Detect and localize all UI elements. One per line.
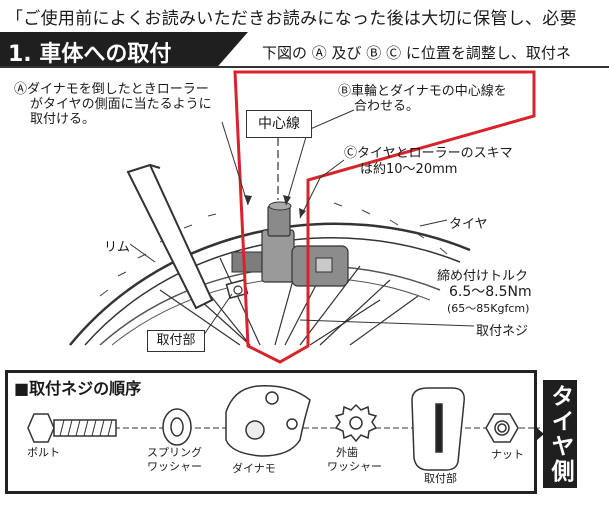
- tire-label: タイヤ: [449, 217, 488, 232]
- section-title-bar: [0, 32, 248, 66]
- leader-arrow: [283, 195, 291, 205]
- leader-arrow: [299, 208, 306, 218]
- highlight-outline: [233, 70, 536, 364]
- spring-washer-icon: [162, 408, 192, 446]
- note-a-line-3: 取付ける。: [30, 112, 96, 127]
- part-lock-washer-label-2: ワッシャー: [327, 460, 382, 473]
- rim-label: リム: [104, 240, 131, 255]
- section-title: 1. 車体への取付: [8, 42, 172, 67]
- part-lock-washer-label: 外歯: [336, 446, 358, 459]
- dynamo-icon: [225, 385, 311, 457]
- lock-washer-icon: [334, 403, 378, 443]
- mount-part-icon: [411, 387, 465, 471]
- part-spring-washer-label: スプリング: [147, 446, 202, 459]
- note-b-line-2: 合わせる。: [354, 99, 420, 114]
- note-c-line-1: Ⓒタイヤとローラーのスキマ: [344, 146, 513, 161]
- tire-side-box: [543, 380, 577, 488]
- section-description: 下図の Ⓐ 及び Ⓑ Ⓒ に位置を調整し、取付ネ: [262, 44, 571, 62]
- fork: [126, 163, 214, 310]
- dynamo-drawing: [231, 201, 349, 287]
- tire-side-label: タイヤ側: [547, 384, 573, 484]
- mount-screw-label: 取付ネジ: [476, 324, 529, 339]
- part-spring-washer-label-2: ワッシャー: [147, 460, 202, 473]
- note-c-line-2: は約10～20mm: [360, 162, 458, 177]
- tire-side-arrow-icon: [537, 428, 544, 440]
- section-rule: [0, 66, 609, 68]
- note-b-line-1: Ⓑ車輪とダイナモの中心線を: [338, 84, 507, 99]
- tire-outer-arc: [69, 222, 471, 346]
- screw-order-title: ■取付ネジの順序: [14, 379, 142, 398]
- note-a-line-1: Ⓐダイナモを倒したときローラー: [14, 82, 209, 97]
- top-notice: 「ご使用前によくお読みいただきお読みになった後は大切に保管し、必要: [6, 9, 577, 29]
- nut-icon: [485, 413, 519, 443]
- part-mount-label: 取付部: [424, 472, 457, 485]
- part-bolt-label: ボルト: [27, 446, 60, 459]
- torque-value: 6.5～8.5Nm: [449, 284, 532, 300]
- part-nut-label: ナット: [491, 448, 524, 461]
- bolt-icon: [27, 413, 117, 443]
- torque-value-kgfcm: (65～85Kgfcm): [447, 302, 530, 315]
- tire-inner-arc: [84, 237, 461, 346]
- torque-label: 締め付けトルク: [437, 269, 529, 284]
- mount-part-label: 取付部: [147, 330, 205, 352]
- note-a-line-2: がタイヤの側面に当たるように: [30, 97, 212, 112]
- part-dynamo-label: ダイナモ: [232, 462, 276, 475]
- mount-bracket: [225, 278, 249, 300]
- leader-arrow: [244, 195, 252, 205]
- center-line-label: 中心線: [246, 110, 312, 138]
